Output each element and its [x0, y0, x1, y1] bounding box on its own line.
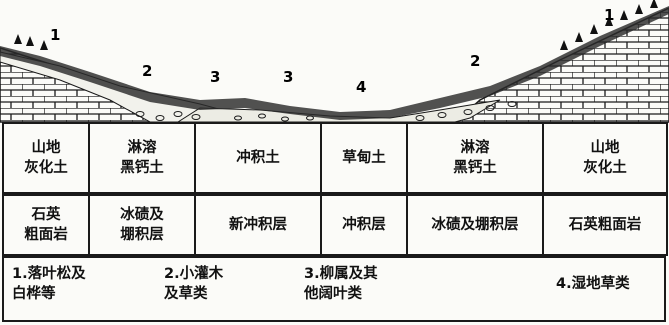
- soil-cell: 淋溶 黑钙土: [88, 122, 196, 194]
- label-left-1: 1: [50, 26, 60, 44]
- label-left-2: 2: [142, 62, 152, 80]
- label-mid-4: 4: [356, 78, 366, 96]
- rock-cell: 冰碛及堋积层: [406, 194, 544, 256]
- soil-cell: 淋溶 黑钙土: [406, 122, 544, 194]
- legend-item-4: 4.湿地草类: [556, 276, 630, 292]
- label-mid-3a: 3: [210, 68, 220, 86]
- soil-cell: 草甸土: [320, 122, 408, 194]
- soil-cell: 冲积土: [194, 122, 322, 194]
- rock-cell: 石英 粗面岩: [2, 194, 90, 256]
- parent-material-row: 石英 粗面岩 冰碛及 堋积层 新冲积层 冲积层 冰碛及堋积层 石英粗面岩: [2, 194, 668, 256]
- rock-cell: 新冲积层: [194, 194, 322, 256]
- vegetation-legend: 1.落叶松及 白桦等 2.小灌木 及草类 3.柳属及其 他阔叶类 4.湿地草类: [2, 256, 666, 322]
- rock-cell: 冲积层: [320, 194, 408, 256]
- pebbles: [135, 101, 517, 122]
- label-mid-3b: 3: [283, 68, 293, 86]
- rock-cell: 石英粗面岩: [542, 194, 668, 256]
- rock-cell: 冰碛及 堋积层: [88, 194, 196, 256]
- terrain-cross-section: 1 2 3 3 4 2 1: [0, 0, 669, 123]
- label-right-1: 1: [604, 6, 614, 24]
- legend-item-2: 2.小灌木 及草类: [164, 266, 224, 302]
- soil-cell: 山地 灰化土: [2, 122, 90, 194]
- legend-item-3: 3.柳属及其 他阔叶类: [304, 266, 378, 302]
- soil-cell: 山地 灰化土: [542, 122, 668, 194]
- soil-type-row: 山地 灰化土 淋溶 黑钙土 冲积土 草甸土 淋溶 黑钙土 山地 灰化土: [2, 122, 668, 194]
- tree-marks: [14, 0, 658, 50]
- label-right-2: 2: [470, 52, 480, 70]
- legend-item-1: 1.落叶松及 白桦等: [12, 266, 86, 302]
